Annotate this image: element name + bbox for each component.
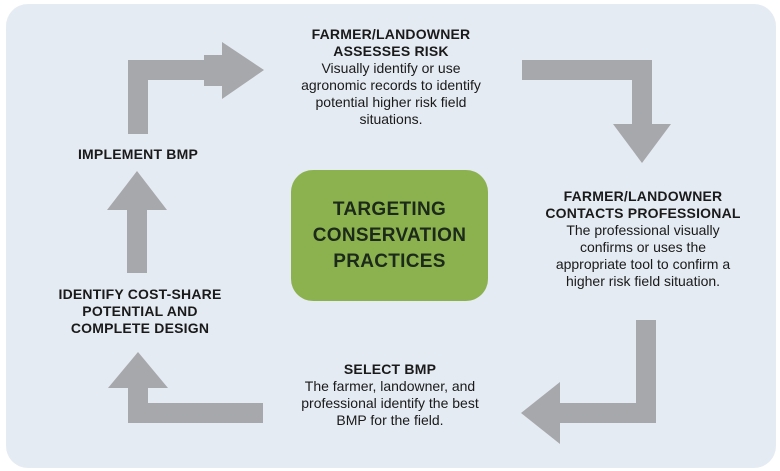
step-title: FARMER/LANDOWNER ASSESSES RISK bbox=[311, 26, 471, 59]
step-description: Visually identify or use agronomic recor… bbox=[301, 60, 481, 127]
step-description: The farmer, landowner, and professional … bbox=[301, 378, 479, 428]
step-description: The professional visually confirms or us… bbox=[555, 222, 731, 289]
step-assesses-risk: FARMER/LANDOWNER ASSESSES RISK Visually … bbox=[276, 26, 506, 128]
step-cost-share: IDENTIFY COST-SHARE POTENTIAL AND COMPLE… bbox=[40, 286, 240, 337]
step-title: FARMER/LANDOWNER CONTACTS PROFESSIONAL bbox=[545, 188, 741, 221]
elbow-arrow-left-icon bbox=[521, 320, 656, 444]
step-title: IDENTIFY COST-SHARE POTENTIAL AND COMPLE… bbox=[58, 286, 222, 336]
center-box: TARGETING CONSERVATION PRACTICES bbox=[291, 170, 488, 301]
elbow-arrow-right-icon bbox=[128, 42, 264, 134]
step-title: SELECT BMP bbox=[343, 361, 437, 377]
step-select-bmp: SELECT BMP The farmer, landowner, and pr… bbox=[275, 361, 505, 429]
elbow-arrow-down-icon bbox=[522, 60, 671, 163]
elbow-arrow-up-icon bbox=[108, 352, 263, 423]
step-title: IMPLEMENT BMP bbox=[77, 146, 199, 162]
step-implement-bmp: IMPLEMENT BMP bbox=[58, 146, 218, 163]
arrow-up-icon bbox=[107, 171, 167, 273]
center-title: TARGETING CONSERVATION PRACTICES bbox=[312, 198, 467, 272]
step-contacts-professional: FARMER/LANDOWNER CONTACTS PROFESSIONAL T… bbox=[523, 188, 763, 290]
